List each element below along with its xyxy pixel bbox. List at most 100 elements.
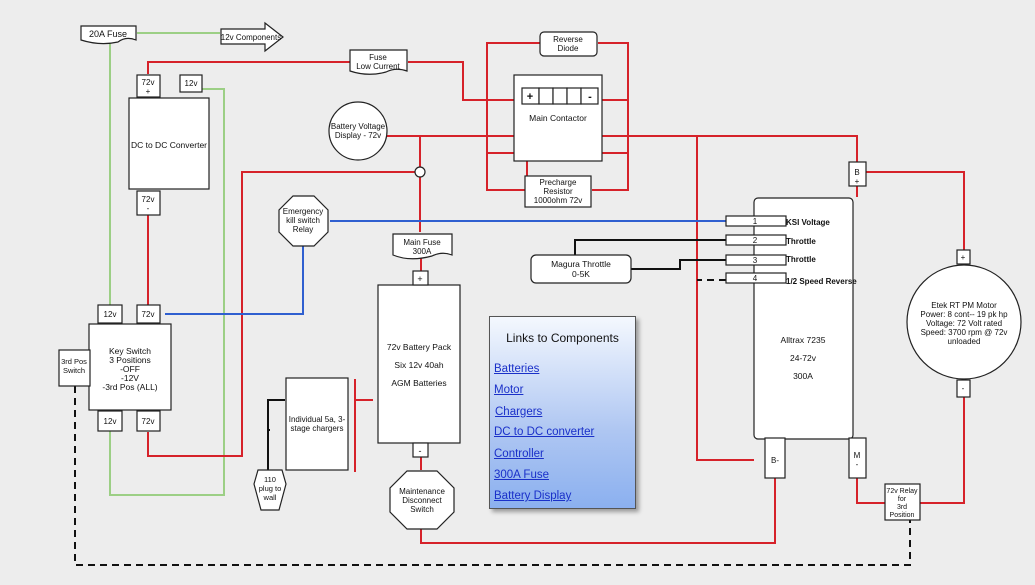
maintenance-line2: Disconnect bbox=[402, 496, 442, 505]
battery-minus-terminal: - bbox=[419, 446, 422, 456]
motor: + - Etek RT PM Motor Power: 8 cont-- 19 … bbox=[906, 249, 1022, 398]
components-12v-label: 12v Components bbox=[221, 33, 281, 42]
controller: B + 1 2 3 4 KSI Voltage Throttle Throttl… bbox=[725, 161, 867, 479]
fuse-low-current-line1: Fuse bbox=[369, 53, 387, 62]
fuse-low-current: Fuse Low Current bbox=[349, 49, 408, 75]
controller-pin-2-label: Throttle bbox=[786, 237, 816, 246]
emergency-line3: Relay bbox=[293, 225, 313, 234]
dcdc-72v-bottom-sign: - bbox=[147, 204, 150, 213]
controller-line2: 24-72v bbox=[790, 353, 817, 363]
keyswitch-72v-top: 72v bbox=[142, 310, 155, 319]
plug-line3: wall bbox=[263, 493, 277, 502]
keyswitch-12v-bottom: 12v bbox=[104, 417, 117, 426]
link-dc-to-dc-converter[interactable]: DC to DC converter bbox=[494, 426, 595, 438]
battery-plus-terminal: + bbox=[417, 274, 422, 284]
controller-pin-3-label: Throttle bbox=[786, 255, 816, 264]
link-motor[interactable]: Motor bbox=[494, 384, 524, 396]
magura-line1: Magura Throttle bbox=[551, 259, 611, 269]
battery-display-line1: Battery Voltage bbox=[331, 122, 386, 131]
magura-throttle: Magura Throttle 0-5K bbox=[530, 254, 632, 284]
link-300a-fuse[interactable]: 300A Fuse bbox=[494, 469, 549, 481]
relay-line2: for bbox=[898, 496, 907, 503]
controller-line1: Alltrax 7235 bbox=[781, 335, 826, 345]
maintenance-line1: Maintenance bbox=[399, 487, 445, 496]
plug-line2: plug to bbox=[259, 484, 282, 493]
fuse-20a-label: 20A Fuse bbox=[89, 29, 127, 39]
plug-line1: 110 bbox=[264, 475, 276, 484]
keyswitch-line5: -3rd Pos (ALL) bbox=[102, 382, 157, 392]
controller-m-minus-sign: - bbox=[856, 460, 859, 469]
link-battery-display[interactable]: Battery Display bbox=[494, 490, 572, 502]
main-fuse: Main Fuse 300A bbox=[392, 233, 453, 260]
battery-pack-line2: Six 12v 40ah bbox=[394, 360, 443, 370]
controller-pin-4-label: 1/2 Speed Reverse bbox=[786, 277, 857, 286]
controller-b-plus-label: B bbox=[854, 168, 859, 177]
link-batteries[interactable]: Batteries bbox=[494, 363, 540, 375]
chargers: Individual 5a, 3- stage chargers bbox=[285, 377, 349, 471]
links-panel-title: Links to Components bbox=[506, 331, 619, 345]
reverse-diode-line2: Diode bbox=[558, 44, 579, 53]
precharge-resistor: Precharge Resistor 1000ohm 72v bbox=[524, 175, 592, 208]
battery-pack-line3: AGM Batteries bbox=[391, 378, 446, 388]
main-contactor: + - Main Contactor bbox=[513, 74, 603, 162]
key-switch: 12v 72v Key Switch 3 Positions -OFF -12V… bbox=[88, 304, 172, 432]
keyswitch-line4: -12V bbox=[121, 373, 139, 383]
precharge-line2: Resistor bbox=[543, 187, 573, 196]
controller-pin-3-number: 3 bbox=[753, 256, 758, 265]
contactor-plus-terminal: + bbox=[527, 91, 533, 103]
battery-voltage-display: Battery Voltage Display - 72v bbox=[328, 101, 388, 161]
controller-pin-1-label: KSI Voltage bbox=[786, 218, 830, 227]
keyswitch-12v-top: 12v bbox=[104, 310, 117, 319]
reverse-diode: Reverse Diode bbox=[539, 31, 598, 57]
dcdc-converter: 72v + 12v DC to DC Converter 72v - bbox=[128, 74, 210, 216]
dcdc-12v-top-label: 12v bbox=[185, 79, 198, 88]
motor-minus-terminal: - bbox=[962, 384, 965, 393]
motor-line2: Power: 8 cont-- 19 pk hp bbox=[920, 310, 1008, 319]
controller-b-plus-sign: + bbox=[855, 177, 860, 186]
motor-line5: unloaded bbox=[948, 337, 981, 346]
components-12v-arrow: 12v Components bbox=[220, 21, 284, 53]
controller-line3: 300A bbox=[793, 371, 813, 381]
green-12v-wires bbox=[109, 32, 225, 496]
relay-line4: Position bbox=[890, 512, 915, 519]
link-controller[interactable]: Controller bbox=[494, 448, 544, 460]
main-contactor-label: Main Contactor bbox=[529, 113, 587, 123]
main-fuse-line1: Main Fuse bbox=[403, 238, 441, 247]
battery-pack: + - 72v Battery Pack Six 12v 40ah AGM Ba… bbox=[377, 270, 461, 458]
keyswitch-line2: 3 Positions bbox=[109, 355, 151, 365]
fuse-20a: 20A Fuse bbox=[80, 25, 137, 45]
controller-b-minus-label: B- bbox=[771, 456, 779, 465]
wall-plug: 110 plug to wall bbox=[253, 469, 287, 511]
third-pos-switch: 3rd Pos Switch bbox=[58, 349, 91, 387]
magura-line2: 0-5K bbox=[572, 269, 590, 279]
keyswitch-line1: Key Switch bbox=[109, 346, 151, 356]
relay-3rd-position: 72v Relay for 3rd Position bbox=[884, 483, 921, 521]
junction-node bbox=[414, 166, 426, 178]
motor-plus-terminal: + bbox=[961, 253, 966, 262]
controller-pin-1-number: 1 bbox=[753, 217, 758, 226]
dcdc-72v-bottom-label: 72v bbox=[142, 195, 155, 204]
link-chargers[interactable]: Chargers bbox=[495, 406, 543, 418]
chargers-line2: stage chargers bbox=[291, 424, 344, 433]
motor-line3: Voltage: 72 Volt rated bbox=[926, 319, 1002, 328]
precharge-line3: 1000ohm 72v bbox=[534, 196, 582, 205]
battery-display-line2: Display - 72v bbox=[335, 131, 381, 140]
links-panel: Links to Components Batteries Motor Char… bbox=[489, 316, 636, 509]
maintenance-line3: Switch bbox=[410, 505, 434, 514]
reverse-diode-line1: Reverse bbox=[553, 35, 583, 44]
dcdc-72v-top-sign: + bbox=[146, 87, 151, 96]
relay-line1: 72v Relay bbox=[886, 488, 918, 495]
motor-line4: Speed: 3700 rpm @ 72v bbox=[921, 328, 1008, 337]
maintenance-disconnect-switch: Maintenance Disconnect Switch bbox=[389, 470, 455, 530]
battery-pack-line1: 72v Battery Pack bbox=[387, 342, 452, 352]
chargers-line1: Individual 5a, 3- bbox=[289, 415, 346, 424]
precharge-line1: Precharge bbox=[540, 178, 577, 187]
fuse-low-current-line2: Low Current bbox=[356, 62, 400, 71]
blue-ksi-wires bbox=[165, 220, 726, 315]
main-fuse-line2: 300A bbox=[413, 247, 432, 256]
controller-m-minus-label: M bbox=[854, 451, 861, 460]
emergency-kill-relay: Emergency kill switch Relay bbox=[278, 195, 329, 247]
dcdc-72v-top-label: 72v bbox=[142, 78, 155, 87]
controller-pin-2-number: 2 bbox=[753, 236, 758, 245]
